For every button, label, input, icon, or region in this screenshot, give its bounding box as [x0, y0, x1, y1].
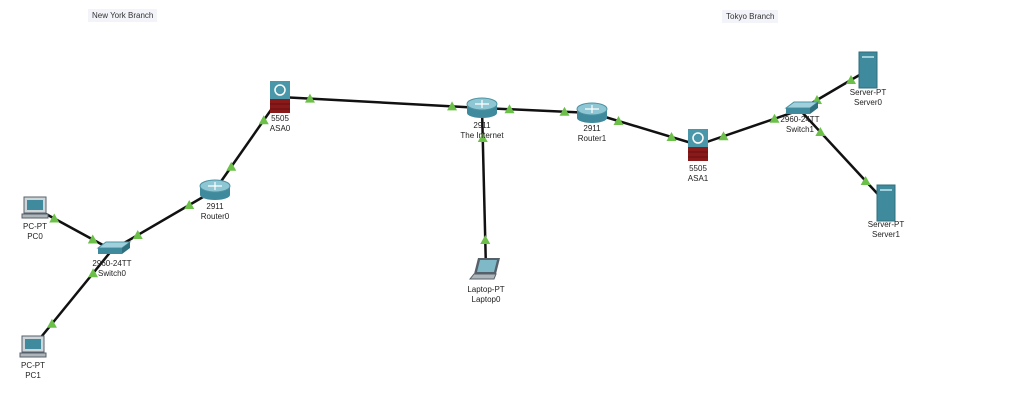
device-name-label[interactable]: Server1 — [872, 230, 901, 239]
device-model-label: 2911 — [583, 124, 601, 133]
device-name-label[interactable]: Router1 — [578, 134, 607, 143]
link-internet-router1[interactable] — [481, 106, 593, 115]
device-name-label[interactable]: Switch1 — [786, 125, 815, 134]
link-status-up-icon — [769, 113, 780, 123]
note-tokyo-branch[interactable]: Tokyo Branch — [722, 10, 779, 23]
link-switch1-server1[interactable] — [799, 109, 887, 204]
server-icon — [858, 51, 878, 89]
link-router1-asa1[interactable] — [591, 111, 699, 147]
device-name-label[interactable]: Laptop0 — [472, 295, 501, 304]
device-model-label: Laptop-PT — [467, 285, 504, 294]
router-icon — [199, 179, 231, 200]
link-status-up-icon — [718, 131, 729, 141]
device-name-label[interactable]: ASA0 — [270, 124, 291, 133]
link-status-up-icon — [613, 116, 624, 125]
pc-icon — [19, 335, 47, 358]
pc-icon — [21, 196, 49, 219]
device-name-label[interactable]: The Internet — [460, 131, 504, 140]
link-asa0-router0[interactable] — [213, 96, 282, 191]
server-icon — [876, 184, 896, 222]
device-model-label: 5505 — [689, 164, 707, 173]
device-name-label[interactable]: PC1 — [25, 371, 41, 380]
laptop-icon — [468, 258, 500, 280]
device-model-label: PC-PT — [21, 361, 45, 370]
device-name-label[interactable]: Server0 — [854, 98, 883, 107]
link-status-up-icon — [49, 213, 60, 223]
link-status-up-icon — [666, 132, 677, 141]
device-model-label: 2960-24TT — [780, 115, 819, 124]
device-name-label[interactable]: ASA1 — [688, 174, 709, 183]
note-new-york-branch[interactable]: New York Branch — [88, 9, 158, 22]
device-model-label: Server-PT — [868, 220, 905, 229]
link-status-up-icon — [226, 161, 237, 171]
link-status-up-icon — [504, 104, 515, 114]
link-status-up-icon — [480, 235, 491, 245]
link-status-up-icon — [815, 127, 826, 137]
link-asa1-switch1[interactable] — [697, 108, 801, 147]
link-status-up-icon — [87, 234, 98, 244]
link-status-up-icon — [477, 132, 488, 142]
link-status-up-icon — [46, 318, 57, 328]
router-icon — [466, 97, 498, 118]
switch-icon — [96, 241, 132, 254]
switch-icon — [784, 101, 820, 114]
firewall-icon — [270, 81, 290, 113]
link-status-up-icon — [88, 268, 99, 278]
link-status-up-icon — [860, 175, 871, 185]
router-icon — [576, 102, 608, 123]
link-status-up-icon — [132, 230, 143, 239]
device-model-label: 2911 — [473, 121, 491, 130]
links-layer — [32, 68, 887, 348]
device-model-label: 2911 — [206, 202, 224, 211]
link-status-up-icon — [258, 115, 269, 125]
link-switch0-pc1[interactable] — [32, 249, 113, 348]
device-model-label: 5505 — [271, 114, 289, 123]
link-status-up-icon — [184, 200, 195, 209]
device-name-label[interactable]: Router0 — [201, 212, 230, 221]
link-status-up-icon — [559, 106, 570, 116]
device-model-label: 2960-24TT — [92, 259, 131, 268]
link-status-up-icon — [447, 101, 458, 111]
link-status-up-icon — [304, 93, 315, 103]
link-status-up-icon — [846, 75, 856, 84]
device-model-label: PC-PT — [23, 222, 47, 231]
firewall-icon — [688, 129, 708, 161]
device-name-label[interactable]: PC0 — [27, 232, 43, 241]
link-asa0-internet[interactable] — [279, 95, 483, 110]
link-router0-switch0[interactable] — [111, 188, 216, 252]
device-name-label[interactable]: Switch0 — [98, 269, 127, 278]
device-model-label: Server-PT — [850, 88, 887, 97]
